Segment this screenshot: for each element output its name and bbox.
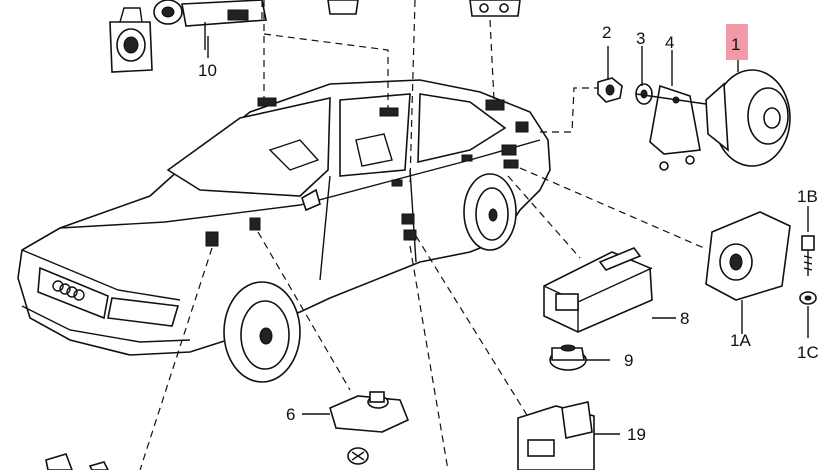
bottom-left-clip-part: [45, 453, 109, 470]
callout-6: 6: [286, 405, 295, 424]
sensor-part-6: [302, 391, 410, 433]
bottom-screw-part: [347, 447, 369, 465]
horn-assembly: [597, 69, 791, 171]
callout-9: 9: [624, 351, 633, 370]
callout-1-highlight: [726, 24, 748, 60]
callout-19: 19: [627, 425, 646, 444]
relay-part-19: [517, 401, 620, 470]
nut-part-9: [549, 344, 610, 371]
callout-4: 4: [665, 33, 674, 52]
callout-1: 1: [731, 35, 740, 54]
car-illustration: [17, 79, 551, 383]
callout-2: 2: [602, 23, 611, 42]
top-clip-part: [327, 0, 521, 17]
siren-part-1A: [705, 211, 791, 301]
washer-part-1C: [799, 206, 817, 338]
audi-rings-logo: [52, 280, 85, 301]
callout-8: 8: [680, 309, 689, 328]
control-unit-part-8: [543, 247, 676, 333]
callout-1B: 1B: [797, 187, 818, 206]
callout-3: 3: [636, 29, 645, 48]
callout-10: 10: [198, 61, 217, 80]
callout-leader-lines: [207, 36, 743, 334]
callout-1C: 1C: [797, 343, 819, 362]
top-left-bracket-part: [109, 7, 153, 73]
top-lock-cylinder-part: [153, 0, 267, 50]
bolt-part-1B: [801, 235, 815, 276]
callout-1A: 1A: [730, 331, 751, 350]
dashed-leader-lines: [139, 0, 705, 470]
